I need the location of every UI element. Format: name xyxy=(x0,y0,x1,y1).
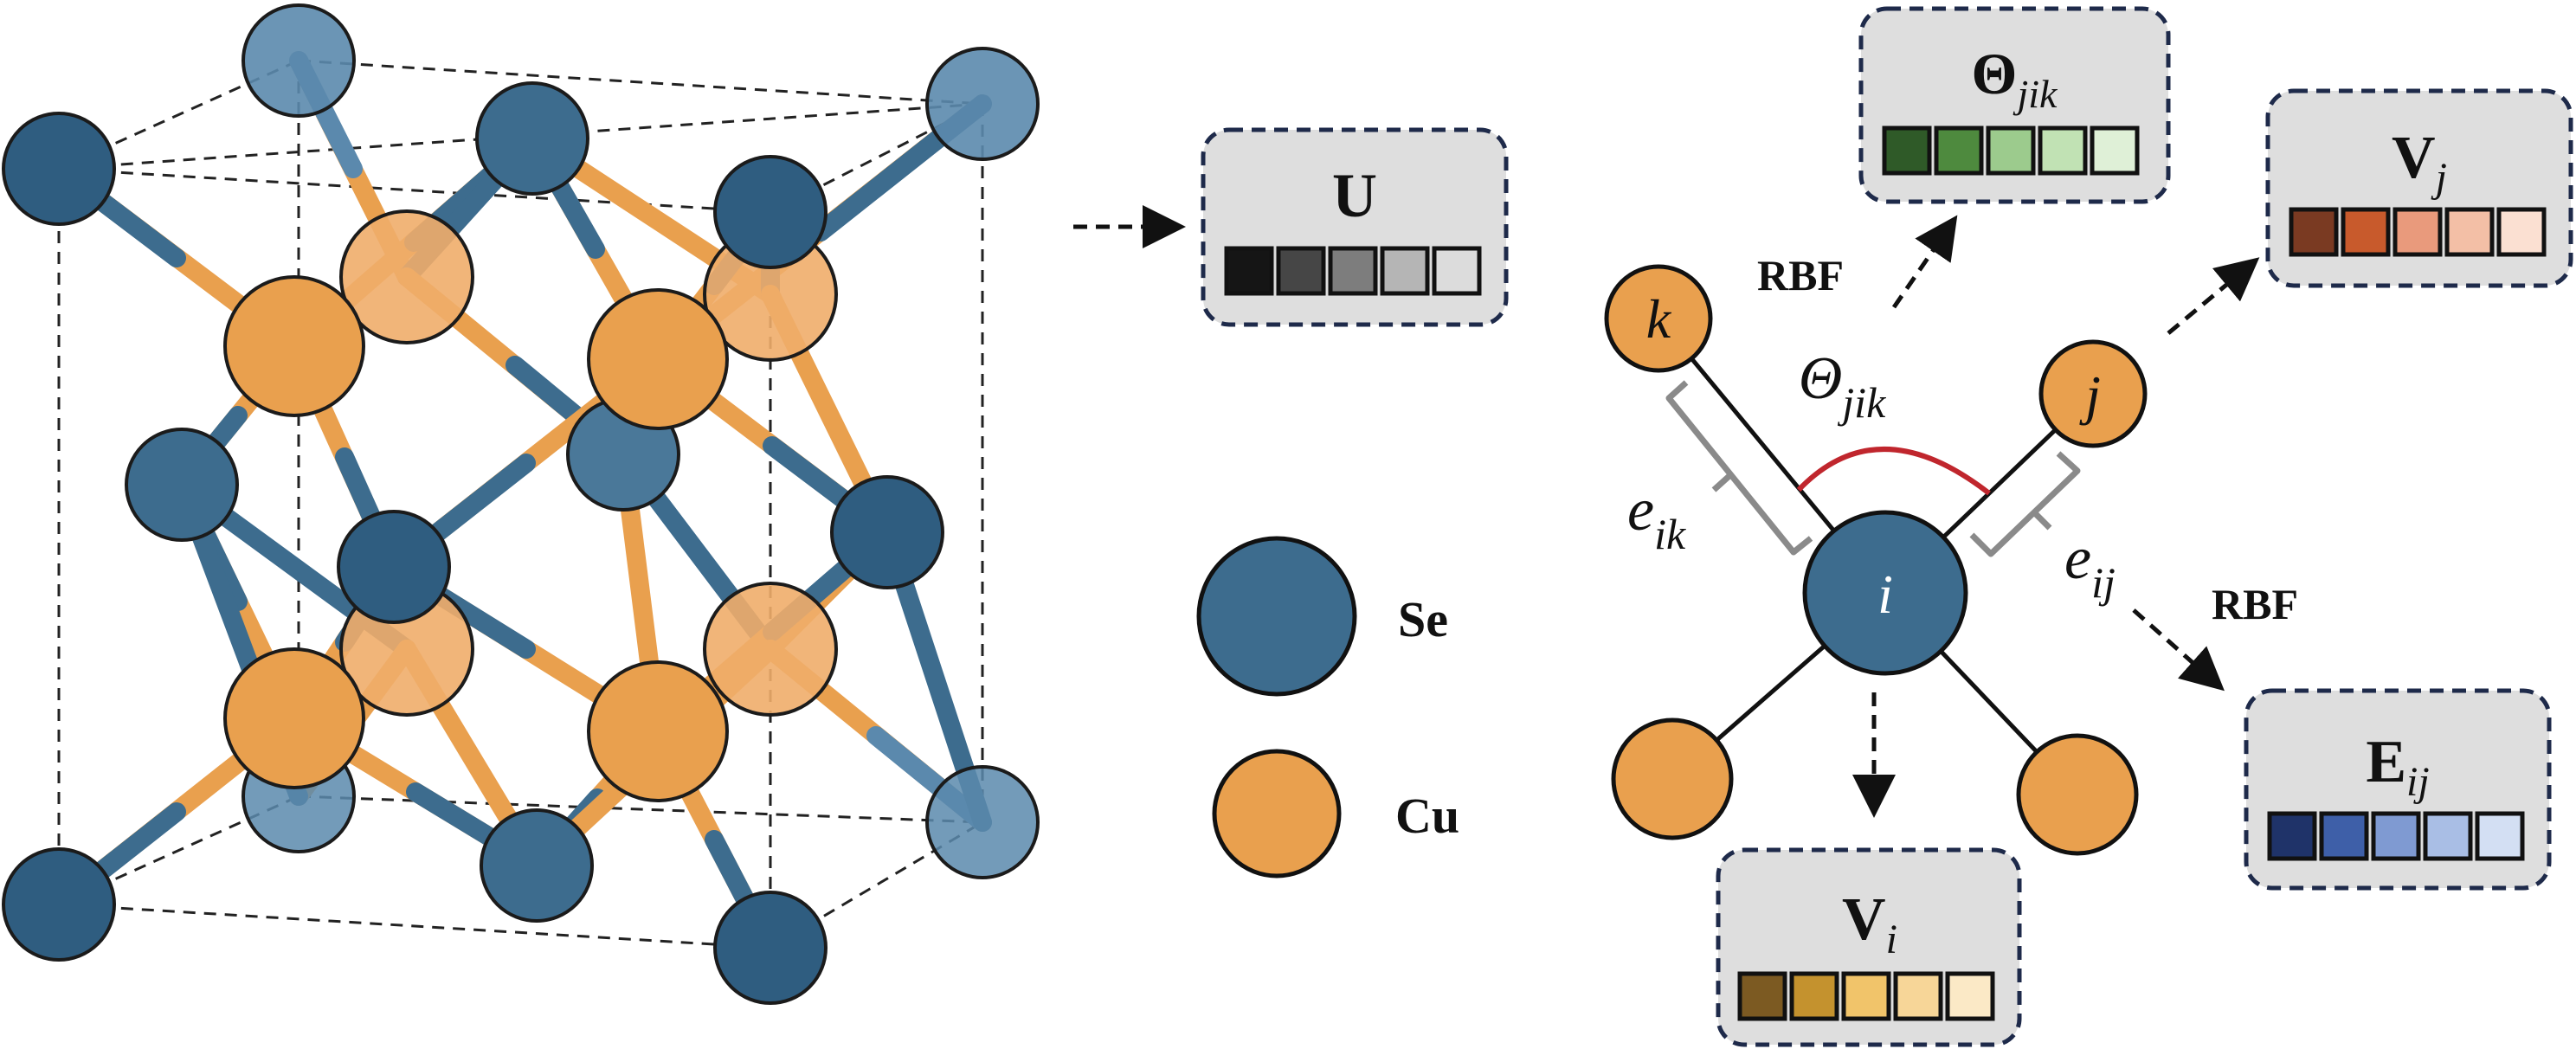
node-i xyxy=(1802,510,1968,676)
edge-brackets xyxy=(1665,380,2081,557)
theta-swatch xyxy=(1986,125,2036,176)
node-k xyxy=(1604,264,1713,373)
rbf-label-top: RBF xyxy=(1757,251,1844,299)
se-legend-label: Se xyxy=(1398,591,1448,647)
cu-atom xyxy=(587,288,729,430)
legend: Se Cu xyxy=(1196,536,1459,878)
svg-text:Θjik: Θjik xyxy=(1799,345,1886,427)
eij-swatch xyxy=(2267,811,2317,861)
se-atom xyxy=(2,112,116,226)
vi-swatch xyxy=(1893,971,1943,1021)
vi-swatch xyxy=(1789,971,1839,1021)
theta-swatch xyxy=(2090,125,2140,176)
vi-swatch xyxy=(1737,971,1787,1021)
cu-atom xyxy=(223,647,365,789)
vj-feature-box: Vj xyxy=(2265,88,2573,288)
svg-text:Vj: Vj xyxy=(2392,125,2447,201)
u-swatch xyxy=(1224,246,1274,296)
vi-feature-box: Vi xyxy=(1716,847,2022,1047)
se-atom xyxy=(830,475,944,589)
se-atom xyxy=(713,891,828,1005)
edge-ij-label: e xyxy=(2064,525,2091,592)
se-atom xyxy=(713,155,828,269)
atoms xyxy=(2,3,1040,1005)
angle-subscript: jik xyxy=(1837,378,1886,427)
svg-text:Eij: Eij xyxy=(2366,729,2429,805)
cu-atom xyxy=(339,209,474,344)
u-feature-box: U xyxy=(1201,127,1509,327)
se-legend-atom xyxy=(1196,536,1357,697)
theta-swatches xyxy=(1882,125,2140,176)
vj-swatch xyxy=(2496,207,2547,257)
node-k-label: k xyxy=(1646,288,1672,350)
arrow-to-vj xyxy=(2167,257,2260,335)
vj-swatch xyxy=(2392,207,2443,257)
se-atom-back xyxy=(242,3,356,118)
eij-feature-box: Eij xyxy=(2244,688,2552,891)
svg-text:eik: eik xyxy=(1627,477,1686,558)
theta-swatch xyxy=(2038,125,2088,176)
u-swatch xyxy=(1432,246,1482,296)
vi-subscript: i xyxy=(1886,917,1897,962)
svg-text:eij: eij xyxy=(2064,525,2116,607)
cu-atom xyxy=(703,582,838,717)
eij-swatch xyxy=(2319,811,2369,861)
se-atom xyxy=(475,81,589,196)
angle-label: Θ xyxy=(1799,345,1843,412)
eij-swatches xyxy=(2267,811,2525,861)
se-atom xyxy=(337,510,451,624)
cu-atom xyxy=(223,275,365,417)
vj-swatch xyxy=(2289,207,2339,257)
cuse-crystal-structure xyxy=(2,3,1040,1005)
eij-swatch xyxy=(2371,811,2421,861)
eij-subscript: ij xyxy=(2406,759,2430,805)
theta-feature-box: Θjik xyxy=(1858,6,2171,204)
node-i-label: i xyxy=(1877,563,1893,625)
u-swatch xyxy=(1276,246,1326,296)
local-graph: k j i Θjik eik eij RBF RBF xyxy=(1604,215,2298,856)
vj-swatch xyxy=(2444,207,2495,257)
u-label: U xyxy=(1332,161,1377,230)
cu-atom xyxy=(587,660,729,802)
se-atom xyxy=(125,428,239,542)
se-atom-back xyxy=(925,765,1040,879)
theta-subscript: jik xyxy=(2012,72,2058,116)
theta-swatch xyxy=(1882,125,1932,176)
svg-text:Vi: Vi xyxy=(1842,886,1897,962)
theta-label: Θ xyxy=(1972,41,2018,106)
eij-label: E xyxy=(2366,729,2406,795)
vj-label: V xyxy=(2392,125,2436,191)
vj-swatch xyxy=(2341,207,2391,257)
vj-swatches xyxy=(2289,207,2547,257)
u-swatches xyxy=(1224,246,1482,296)
arrow-to-theta xyxy=(1891,215,1958,309)
eij-swatch xyxy=(2475,811,2525,861)
cu-legend-atom xyxy=(1212,749,1342,878)
theta-swatch xyxy=(1934,125,1984,176)
angle-arc xyxy=(1796,447,1991,496)
u-swatch xyxy=(1328,246,1378,296)
vi-swatches xyxy=(1737,971,1995,1021)
vi-swatch xyxy=(1841,971,1891,1021)
edge-ik-subscript: ik xyxy=(1654,510,1686,558)
svg-text:Θjik: Θjik xyxy=(1972,41,2058,116)
arrow-to-eij xyxy=(2132,608,2225,692)
eij-swatch xyxy=(2423,811,2473,861)
edge-ij-subscript: ij xyxy=(2091,558,2116,607)
vi-swatch xyxy=(1945,971,1995,1021)
u-swatch xyxy=(1380,246,1430,296)
se-atom xyxy=(480,808,594,923)
edge-ik-label: e xyxy=(1627,477,1654,544)
se-atom xyxy=(2,847,116,962)
cu-legend-label: Cu xyxy=(1395,788,1459,844)
node-j xyxy=(2038,339,2148,448)
se-atom-back xyxy=(925,47,1040,161)
node-lower-right xyxy=(2016,733,2139,856)
rbf-label-right: RBF xyxy=(2212,580,2298,628)
node-lower-left xyxy=(1611,718,1734,840)
vi-label: V xyxy=(1842,886,1886,953)
